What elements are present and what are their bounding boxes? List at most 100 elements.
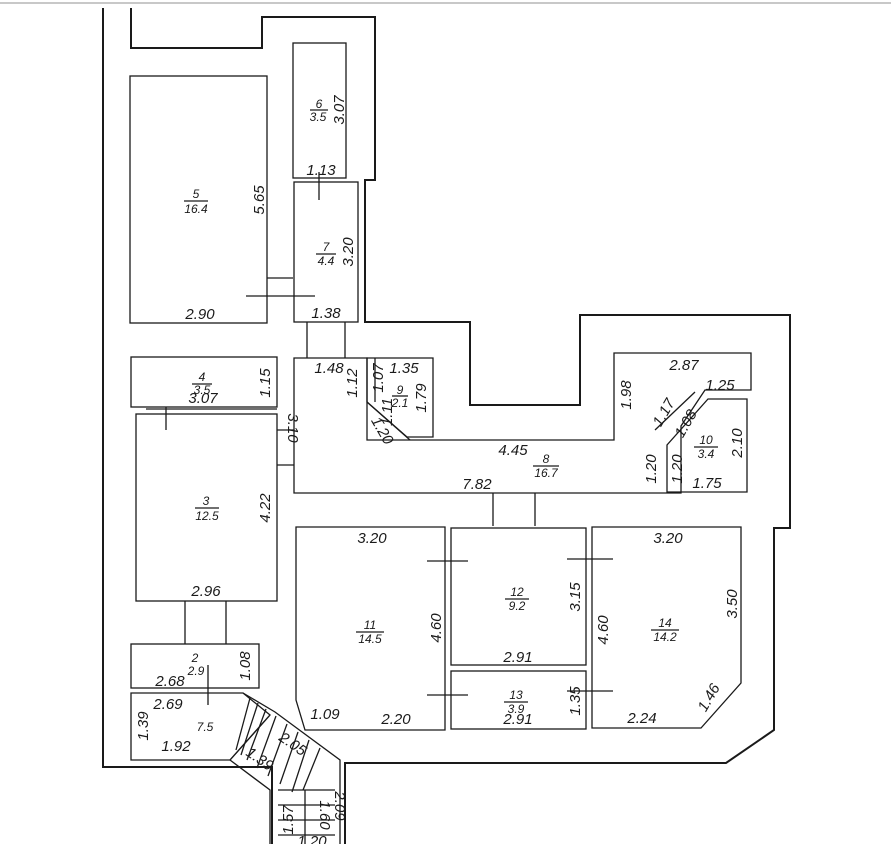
dim-label: 2.10 (729, 428, 746, 459)
room-label-4: 4 3.5 (192, 370, 212, 397)
dim-label: 2.24 (626, 710, 656, 727)
room-8-outline (293, 352, 752, 494)
room-label-13: 13 3.9 (504, 688, 528, 716)
dim-label: 3.20 (340, 237, 357, 267)
dim-label: 2.87 (668, 357, 699, 374)
room-label-10: 10 3.4 (694, 433, 718, 461)
room-area: 7.5 (197, 720, 214, 734)
room-number: 6 (316, 97, 323, 111)
dim-label: 2.09 (331, 790, 348, 821)
dim-label: 1.20 (669, 454, 686, 484)
room-number: 12 (510, 585, 524, 599)
dim-label: 5.65 (251, 185, 268, 215)
dim-label: 4.45 (498, 442, 528, 459)
dim-label: 4.60 (428, 613, 445, 643)
room-label-7: 7 4.4 (316, 240, 336, 268)
dim-label: 1.20 (297, 833, 327, 844)
dim-label: 1.12 (344, 368, 361, 398)
room-label-1: 7.5 (197, 720, 214, 734)
dim-label: 1.09 (310, 706, 340, 723)
room-area: 12.5 (195, 509, 219, 523)
dim-label: 1.17 (649, 395, 679, 429)
room-number: 5 (193, 187, 200, 201)
room-10-outline (666, 398, 748, 493)
room-13-outline (450, 670, 587, 730)
room-12-outline (450, 527, 587, 666)
room-label-9: 9 2.1 (391, 383, 409, 410)
dim-label: 1.38 (311, 305, 341, 322)
dim-label: 1.48 (314, 360, 344, 377)
room-label-8: 8 16.7 (533, 452, 559, 480)
room-label-14: 14 14.2 (651, 616, 679, 644)
room-area: 3.5 (310, 110, 327, 124)
dim-label: 3.15 (567, 582, 584, 612)
room-label-3: 3 12.5 (195, 494, 219, 523)
room-3-outline (135, 413, 278, 602)
room-number: 4 (199, 370, 206, 384)
dim-label: 1.60 (316, 800, 333, 830)
room-number: 2 (191, 651, 199, 665)
room-area: 16.7 (534, 466, 559, 480)
dim-label: 1.79 (413, 383, 430, 413)
room-area: 2.1 (391, 396, 409, 410)
room-7-outline (293, 181, 359, 323)
room-number: 8 (543, 452, 550, 466)
room-4-outline (130, 356, 278, 408)
dim-label: 2.91 (502, 711, 532, 728)
room-5-outline (129, 75, 268, 324)
dim-label: 1.15 (257, 368, 274, 398)
wall-diag (654, 391, 696, 431)
dim-label: 1.13 (306, 162, 336, 179)
room-area: 16.4 (184, 202, 208, 216)
dimension-labels: 2.90 5.65 3.07 1.13 3.20 1.38 3.07 1.15 … (135, 95, 746, 844)
stair-outline (229, 692, 341, 844)
dim-label: 3.20 (357, 530, 387, 547)
dim-label: 1.98 (618, 380, 635, 410)
dim-label: 1.57 (280, 805, 297, 835)
room-area: 2.9 (187, 664, 205, 678)
room-area: 14.5 (358, 632, 382, 646)
room-area: 3.5 (194, 383, 211, 397)
wall-diag (366, 401, 411, 441)
dim-label: 1.46 (694, 680, 724, 714)
dim-label: 1.35 (567, 686, 584, 716)
dim-label: 4.60 (595, 615, 612, 645)
room-label-6: 6 3.5 (310, 97, 328, 124)
dim-label: 3.07 (188, 390, 218, 407)
dim-label: 2.96 (190, 583, 221, 600)
dim-label: 3.10 (284, 413, 301, 443)
room-number: 7 (323, 240, 331, 254)
room-area: 3.9 (508, 702, 525, 716)
dim-label: 1.08 (237, 651, 254, 681)
room-11-outline (295, 526, 446, 731)
room-number: 13 (509, 688, 523, 702)
dim-label: 1.25 (705, 377, 735, 394)
dim-label: 4.22 (257, 493, 274, 523)
room-9-outline (366, 357, 434, 438)
room-number: 9 (397, 383, 404, 397)
dim-label: 1.39 (135, 711, 152, 741)
stair-treads (235, 697, 335, 844)
room-2-outline (130, 643, 260, 689)
room-14-outline (591, 526, 742, 729)
dim-label: 3.50 (724, 589, 741, 619)
dim-label: 2.68 (154, 673, 185, 690)
room-number: 10 (699, 433, 713, 447)
room-number: 11 (364, 618, 376, 632)
outer-wall (102, 8, 791, 844)
room-label-11: 11 14.5 (356, 618, 384, 646)
room-area: 4.4 (318, 254, 335, 268)
room-label-5: 5 16.4 (184, 187, 208, 216)
dim-label: 3.20 (653, 530, 683, 547)
room-label-2: 2 2.9 (187, 651, 205, 678)
dim-label: 2.20 (380, 711, 411, 728)
dim-label: 1.92 (161, 738, 191, 755)
dim-label: 2.91 (502, 649, 532, 666)
dim-label: 1.11 (379, 398, 396, 426)
dim-label: 3.07 (331, 95, 348, 125)
dim-label: 1.20 (643, 454, 660, 484)
room-area: 3.4 (698, 447, 715, 461)
dim-label: 2.90 (184, 306, 215, 323)
room-label-12: 12 9.2 (505, 585, 529, 613)
